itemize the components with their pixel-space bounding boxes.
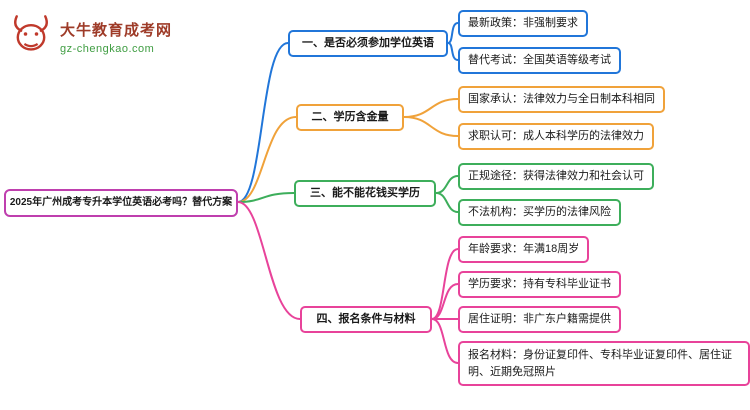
branch-node-1: 一、是否必须参加学位英语	[288, 30, 448, 57]
logo-text: 大牛教育成考网 gz-chengkao.com	[60, 19, 172, 55]
edge-branch2-leaf2	[403, 116, 459, 137]
leaf-node-4-2: 学历要求：持有专科毕业证书	[458, 271, 621, 298]
edge-root-branch-1	[237, 42, 289, 203]
leaf-node-1-1: 最新政策：非强制要求	[458, 10, 588, 37]
edge-branch2-leaf1	[403, 98, 459, 118]
leaf-node-1-2: 替代考试：全国英语等级考试	[458, 47, 621, 74]
edge-root-branch-3	[237, 192, 295, 203]
logo-subtitle: gz-chengkao.com	[60, 42, 155, 55]
leaf-node-3-2: 不法机构：买学历的法律风险	[458, 199, 621, 226]
site-logo: 大牛教育成考网 gz-chengkao.com	[8, 12, 172, 61]
edge-branch3-leaf1	[435, 175, 459, 194]
branch-node-2: 二、学历含金量	[296, 104, 404, 131]
edge-branch4-leaf4	[431, 318, 459, 364]
edge-branch3-leaf2	[435, 192, 459, 213]
edge-branch4-leaf2	[431, 283, 459, 320]
leaf-node-3-1: 正规途径：获得法律效力和社会认可	[458, 163, 654, 190]
edge-branch1-leaf2	[447, 42, 459, 61]
leaf-node-4-4: 报名材料：身份证复印件、专科毕业证复印件、居住证明、近期免冠照片	[458, 341, 750, 386]
branch-node-4: 四、报名条件与材料	[300, 306, 432, 333]
mindmap-root-node: 2025年广州成考专升本学位英语必考吗？替代方案	[4, 189, 238, 217]
edge-root-branch-2	[237, 116, 297, 203]
leaf-node-4-1: 年龄要求：年满18周岁	[458, 236, 590, 263]
edge-branch1-leaf1	[447, 22, 459, 44]
bull-logo-icon	[8, 12, 54, 61]
leaf-node-2-2: 求职认可：成人本科学历的法律效力	[458, 123, 654, 150]
branch-node-3: 三、能不能花钱买学历	[294, 180, 436, 207]
logo-title: 大牛教育成考网	[60, 21, 173, 39]
edge-root-branch-4	[237, 201, 301, 320]
leaf-node-4-3: 居住证明：非广东户籍需提供	[458, 306, 621, 333]
leaf-node-2-1: 国家承认：法律效力与全日制本科相同	[458, 86, 665, 113]
edge-branch4-leaf1	[431, 248, 459, 320]
